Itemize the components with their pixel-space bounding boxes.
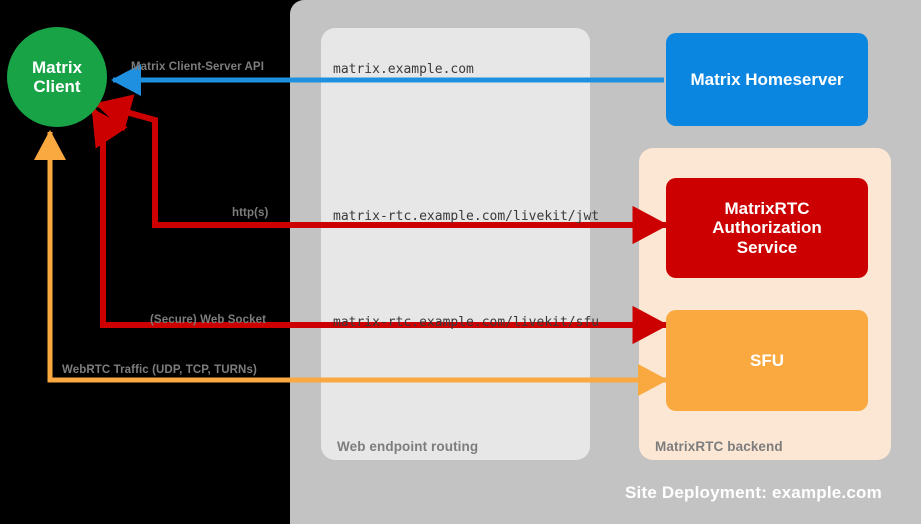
web-endpoint-routing-panel <box>321 28 590 460</box>
url-label-livekit-jwt: matrix-rtc.example.com/livekit/jwt <box>333 209 600 224</box>
matrix-homeserver-label: Matrix Homeserver <box>690 69 844 89</box>
node-matrix-client[interactable]: Matrix Client <box>7 27 107 127</box>
url-label-livekit-sfu: matrix-rtc.example.com/livekit/sfu <box>333 315 600 330</box>
matrixrtc-backend-label: MatrixRTC backend <box>655 439 783 454</box>
node-matrix-homeserver[interactable]: Matrix Homeserver <box>666 33 868 126</box>
edge-label-client-server-api: Matrix Client-Server API <box>131 61 264 73</box>
auth-service-line3: Service <box>736 237 798 257</box>
node-matrixrtc-authorization-service[interactable]: MatrixRTC Authorization Service <box>666 178 868 278</box>
url-label-matrix-example-com: matrix.example.com <box>333 62 474 77</box>
matrix-client-line2: Client <box>33 77 81 96</box>
site-deployment-title: Site Deployment: example.com <box>625 483 882 502</box>
sfu-label: SFU <box>750 350 784 370</box>
auth-service-line1: MatrixRTC <box>724 198 810 218</box>
auth-service-line2: Authorization <box>712 218 822 238</box>
arrow-sfu-websocket <box>90 108 664 328</box>
web-endpoint-routing-label: Web endpoint routing <box>337 439 479 454</box>
node-sfu[interactable]: SFU <box>666 310 868 411</box>
edge-label-websocket: (Secure) Web Socket <box>150 314 267 326</box>
edge-label-webrtc-traffic: WebRTC Traffic (UDP, TCP, TURNs) <box>62 364 257 376</box>
edge-label-https: http(s) <box>232 207 269 219</box>
matrix-client-line1: Matrix <box>31 57 83 77</box>
arrow-webrtc-media <box>34 129 664 383</box>
